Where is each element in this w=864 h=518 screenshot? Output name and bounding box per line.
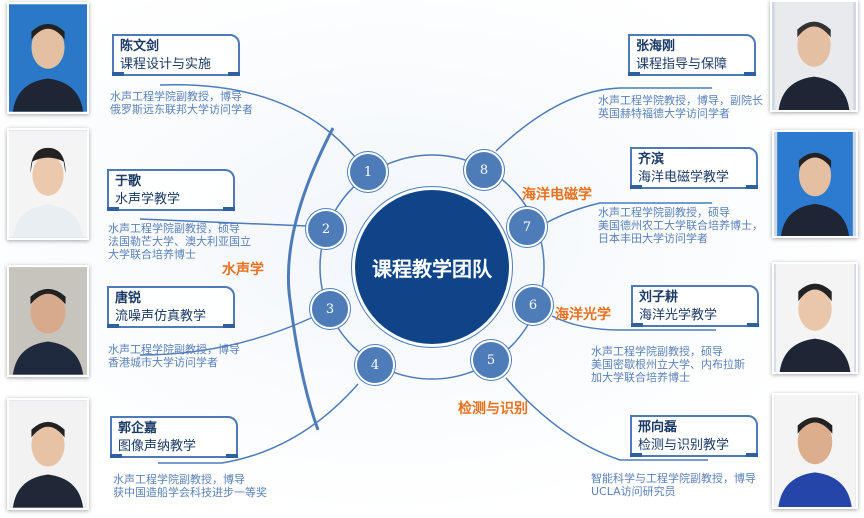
member-card: 邢向磊检测与识别教学 xyxy=(630,415,758,457)
member-card: 陈文剑课程设计与实施 xyxy=(112,34,240,76)
center-title: 课程教学团队 xyxy=(355,190,509,344)
member-course: 海洋光学教学 xyxy=(639,308,718,323)
node-1: 1 xyxy=(348,152,388,192)
node-7: 7 xyxy=(507,207,547,247)
member-card: 唐锐流噪声仿真教学 xyxy=(107,286,235,328)
node-4: 4 xyxy=(355,345,395,385)
member-course: 海洋电磁学教学 xyxy=(638,170,730,185)
member-name: 邢向磊 xyxy=(638,420,678,435)
member-name: 刘子耕 xyxy=(639,290,679,305)
member-name: 于歌 xyxy=(115,174,142,189)
node-2: 2 xyxy=(306,209,346,249)
member-card: 于歌水声学教学 xyxy=(107,169,235,211)
member-card: 郭企嘉图像声纳教学 xyxy=(110,416,238,458)
member-desc: 水声工程学院教授，博导，副院长英国赫特福德大学访问学者 xyxy=(598,94,763,120)
member-desc: 水声工程学院副教授，博导香港城市大学访问学者 xyxy=(108,343,240,369)
member-photo xyxy=(772,262,858,374)
person-avatar-icon xyxy=(9,4,87,112)
node-8: 8 xyxy=(464,150,504,190)
member-course: 水声学教学 xyxy=(115,192,181,207)
member-desc: 水声工程学院副教授，博导获中国造船学会科技进步一等奖 xyxy=(113,473,267,499)
member-photo xyxy=(772,130,858,238)
area-label-optics: 海洋光学 xyxy=(555,307,611,323)
area-label-detection: 检测与识别 xyxy=(458,401,528,417)
member-course: 图像声纳教学 xyxy=(118,439,197,454)
member-photo xyxy=(772,393,858,509)
node-3: 3 xyxy=(310,289,350,329)
member-course: 检测与识别教学 xyxy=(638,438,730,453)
member-name: 唐锐 xyxy=(115,291,142,306)
member-desc: 水声工程学院副教授，硕导法国勒芒大学、澳大利亚国立大学联合培养博士 xyxy=(108,222,251,261)
node-6: 6 xyxy=(513,285,553,325)
member-course: 课程设计与实施 xyxy=(120,57,212,72)
member-course: 流噪声仿真教学 xyxy=(115,309,207,324)
member-desc: 水声工程学院副教授，硕导美国密歇根州立大学、内布拉斯加大学联合培养博士 xyxy=(591,345,745,384)
member-photo xyxy=(7,128,89,240)
member-photo xyxy=(7,2,89,114)
member-card: 张海刚课程指导与保障 xyxy=(628,34,756,76)
member-desc: 水声工程学院副教授，博导俄罗斯远东联邦大学访问学者 xyxy=(110,90,253,116)
member-photo xyxy=(770,0,858,112)
member-photo xyxy=(7,398,89,510)
member-name: 陈文剑 xyxy=(120,39,160,54)
member-course: 课程指导与保障 xyxy=(636,57,728,72)
member-card: 刘子耕海洋光学教学 xyxy=(631,285,759,327)
member-name: 齐滨 xyxy=(638,152,665,167)
member-name: 郭企嘉 xyxy=(118,421,158,436)
area-label-electromagnetics: 海洋电磁学 xyxy=(522,187,592,203)
member-card: 齐滨海洋电磁学教学 xyxy=(630,147,758,189)
node-5: 5 xyxy=(471,340,511,380)
area-label-acoustics: 水声学 xyxy=(222,262,264,278)
member-name: 张海刚 xyxy=(636,39,676,54)
member-photo xyxy=(7,265,89,377)
member-desc: 水声工程学院副教授，硕导美国德州农工大学联合培养博士，日本丰田大学访问学者 xyxy=(598,206,763,245)
